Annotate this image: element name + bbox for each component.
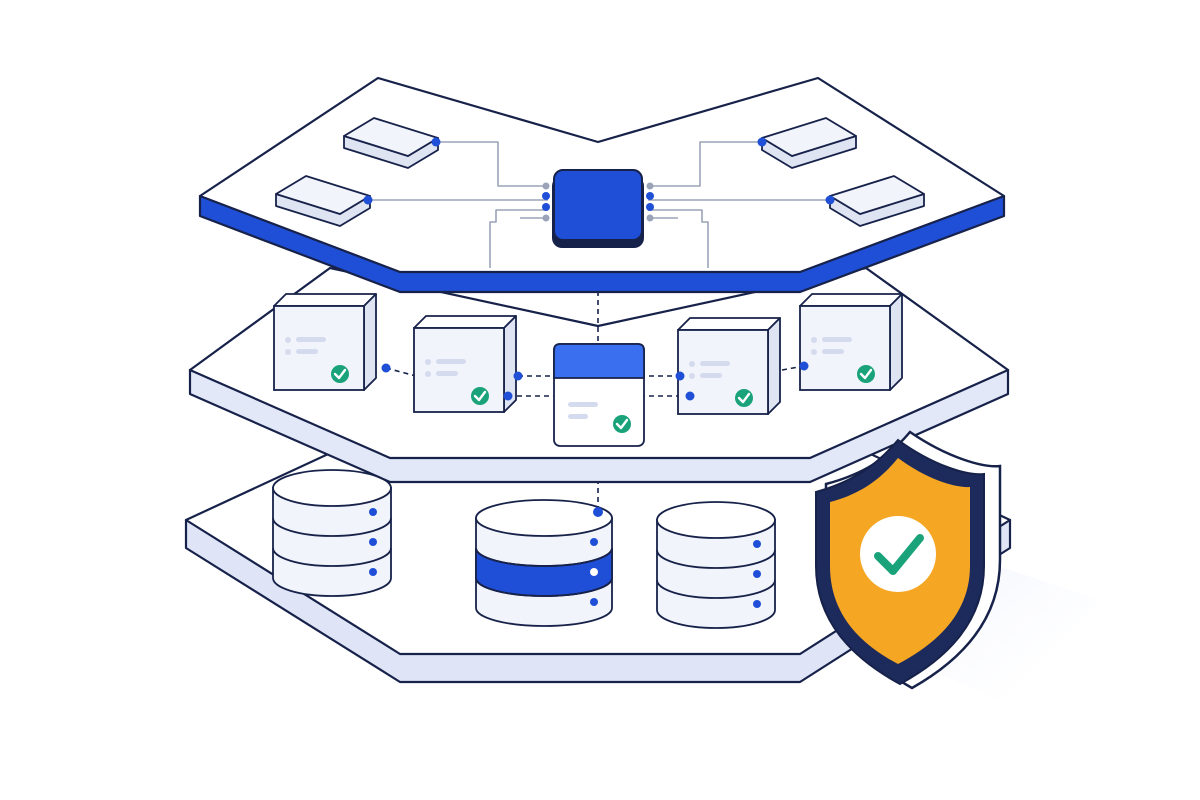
check-icon: [874, 534, 924, 575]
node-top-right: [761, 117, 857, 169]
service-2: [413, 315, 517, 413]
service-link-dots: [381, 361, 809, 401]
storage-layer: [184, 428, 1012, 684]
service-1: [273, 293, 377, 391]
service-4: [677, 317, 781, 415]
network-layer: [198, 76, 1006, 294]
network-hub: [542, 169, 654, 248]
shield-check-icon: [815, 430, 1100, 700]
database-3: [656, 501, 776, 629]
node-top-left: [343, 117, 439, 169]
node-mid-right: [829, 175, 925, 227]
services-layer: [188, 266, 1010, 484]
network-wire-dots: [363, 137, 835, 205]
database-1: [272, 469, 392, 597]
node-mid-left: [275, 175, 371, 227]
shield-check-badge: [860, 516, 936, 592]
database-2: [475, 499, 613, 627]
service-gateway: [553, 343, 645, 447]
service-5: [799, 293, 903, 391]
